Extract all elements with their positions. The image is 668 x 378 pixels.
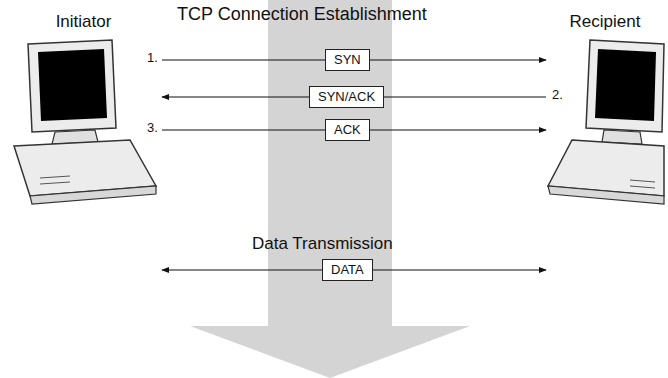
diagram-title: TCP Connection Establishment	[177, 4, 427, 25]
step-number: 3.	[147, 120, 158, 135]
step-number: 2.	[552, 87, 563, 102]
computer-node: Recipient	[546, 12, 664, 202]
packet-box: ACK	[325, 119, 370, 141]
step-number: 1.	[147, 50, 158, 65]
computer-label: Initiator	[5, 12, 162, 32]
section-label: Data Transmission	[252, 234, 393, 254]
initiator-computer	[14, 40, 156, 204]
recipient-computer	[548, 40, 664, 204]
packet-box: DATA	[322, 259, 373, 281]
computer-label: Recipient	[546, 12, 664, 32]
big-arrow	[190, 0, 470, 378]
computer-node: Initiator	[5, 12, 162, 202]
packet-box: SYN	[325, 49, 370, 71]
packet-box: SYN/ACK	[309, 86, 384, 108]
